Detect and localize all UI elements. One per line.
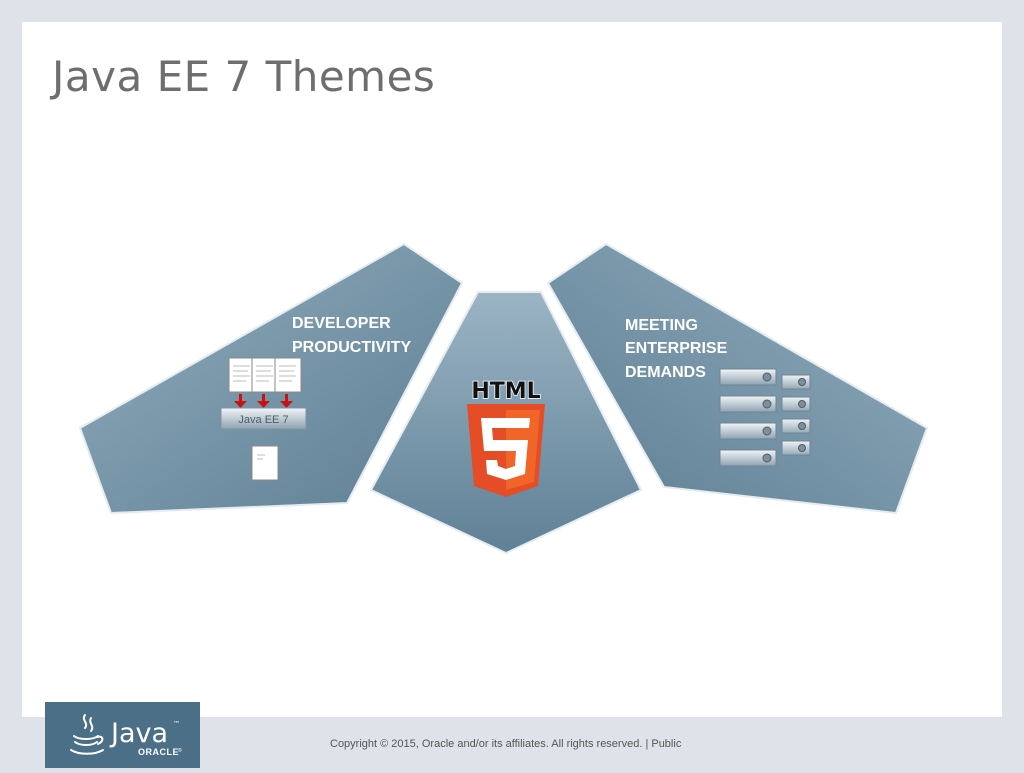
source-documents-icon: [228, 357, 302, 393]
oracle-wordmark: ORACLE: [138, 747, 179, 757]
developer-productivity-label-line1: DEVELOPER: [292, 315, 391, 332]
red-arrow-icons: [234, 394, 293, 408]
copyright-footer: Copyright © 2015, Oracle and/or its affi…: [330, 738, 682, 750]
java-ee-7-box: [220, 407, 307, 430]
oracle-registered-mark: ®: [178, 747, 182, 754]
output-document-icon: [251, 445, 279, 481]
developer-productivity-label-line2: PRODUCTIVITY: [292, 339, 411, 356]
java-wordmark: Java: [109, 718, 168, 749]
html-wordmark: HTML: [471, 379, 540, 404]
html5-shield-icon: [467, 404, 545, 497]
java-cup-icon: [70, 714, 104, 755]
server-units-icon: [719, 368, 777, 467]
enterprise-label-line1: MEETING: [625, 317, 698, 334]
small-server-units-icon: [781, 374, 811, 456]
java-ee-7-box-label: Java EE 7: [238, 414, 288, 426]
enterprise-label-line2: ENTERPRISE: [625, 340, 728, 357]
slide-title: Java EE 7 Themes: [52, 52, 436, 101]
enterprise-label-line3: DEMANDS: [625, 364, 706, 381]
java-trademark: ™: [173, 720, 180, 728]
java-oracle-logo: Java ™ ORACLE ®: [45, 702, 200, 768]
